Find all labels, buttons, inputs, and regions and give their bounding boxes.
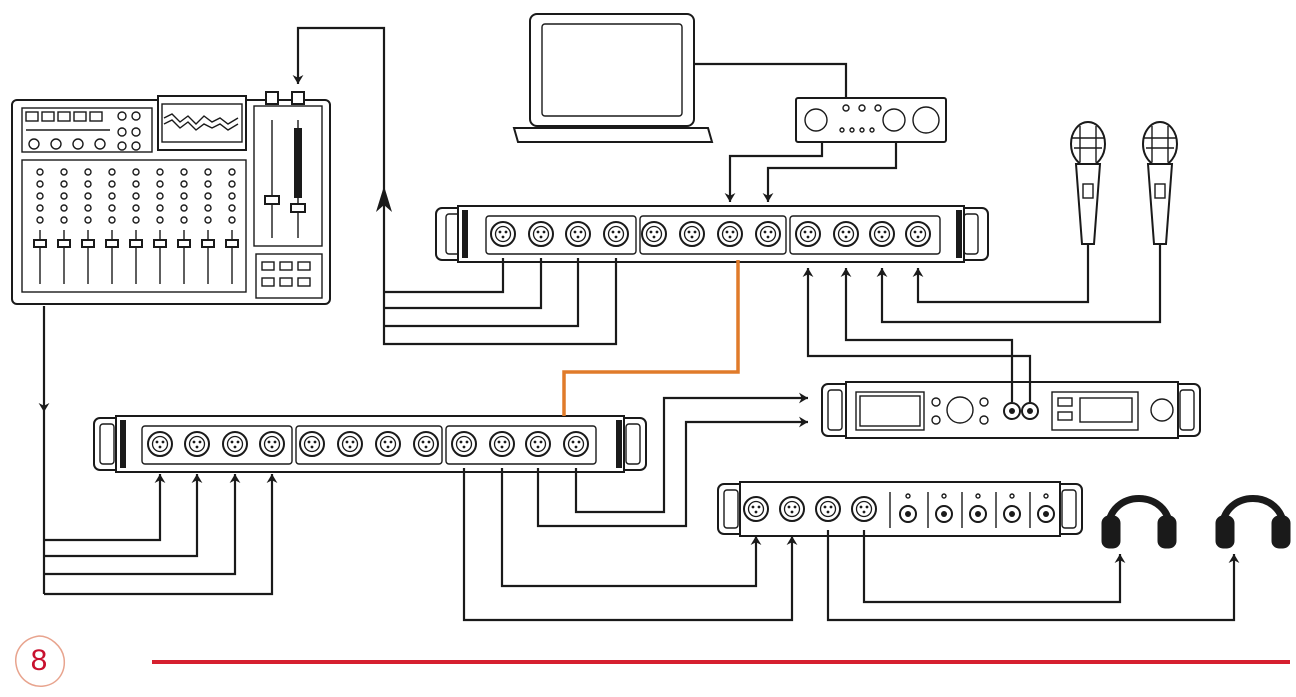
xlr-patchbay-top: [435, 205, 989, 263]
xlr-port: [565, 221, 591, 247]
xlr-port: [147, 431, 173, 457]
mixer-screen: [157, 95, 247, 151]
badge-outline-icon: [15, 635, 66, 687]
xlr-port: [451, 431, 477, 457]
xlr-port: [528, 221, 554, 247]
xlr-port: [833, 221, 859, 247]
xlr-patchbay-bottom: [93, 415, 647, 473]
xlr-port: [299, 431, 325, 457]
laptop: [512, 13, 714, 143]
headphones-icon: [1101, 495, 1177, 549]
jack-port: [899, 505, 917, 523]
xlr-port: [490, 221, 516, 247]
page-number: 8: [30, 644, 48, 677]
jack-port: [1037, 505, 1055, 523]
headphone-amplifier: [717, 481, 1083, 537]
jack-port: [935, 505, 953, 523]
xlr-port: [222, 431, 248, 457]
xlr-port: [489, 431, 515, 457]
mixer-channel-strips: [21, 159, 247, 293]
xlr-port: [259, 431, 285, 457]
xlr-port: [184, 431, 210, 457]
jack-port: [1021, 402, 1039, 420]
xlr-port: [869, 221, 895, 247]
mixer-master-section: [253, 91, 323, 299]
mixer-buttons: [25, 111, 141, 151]
xlr-port: [337, 431, 363, 457]
xlr-port: [815, 496, 841, 522]
xlr-port: [679, 221, 705, 247]
microphone-icon: [1142, 121, 1178, 245]
xlr-port: [603, 221, 629, 247]
xlr-port: [563, 431, 589, 457]
xlr-port: [743, 496, 769, 522]
footer-divider: [152, 660, 1290, 664]
mixing-console: [11, 91, 331, 305]
microphone-icon: [1070, 121, 1106, 245]
signal-cables: [38, 26, 1240, 622]
xlr-port: [717, 221, 743, 247]
xlr-port: [641, 221, 667, 247]
audio-interface: [795, 97, 947, 143]
xlr-port: [525, 431, 551, 457]
xlr-port: [905, 221, 931, 247]
jack-port: [1003, 505, 1021, 523]
xlr-port: [779, 496, 805, 522]
jack-port: [1003, 402, 1021, 420]
xlr-port: [851, 496, 877, 522]
xlr-port: [375, 431, 401, 457]
jack-port: [969, 505, 987, 523]
xlr-port: [413, 431, 439, 457]
xlr-port: [795, 221, 821, 247]
page-number-badge: 8: [8, 630, 70, 692]
xlr-port: [755, 221, 781, 247]
headphones-icon: [1215, 495, 1291, 549]
